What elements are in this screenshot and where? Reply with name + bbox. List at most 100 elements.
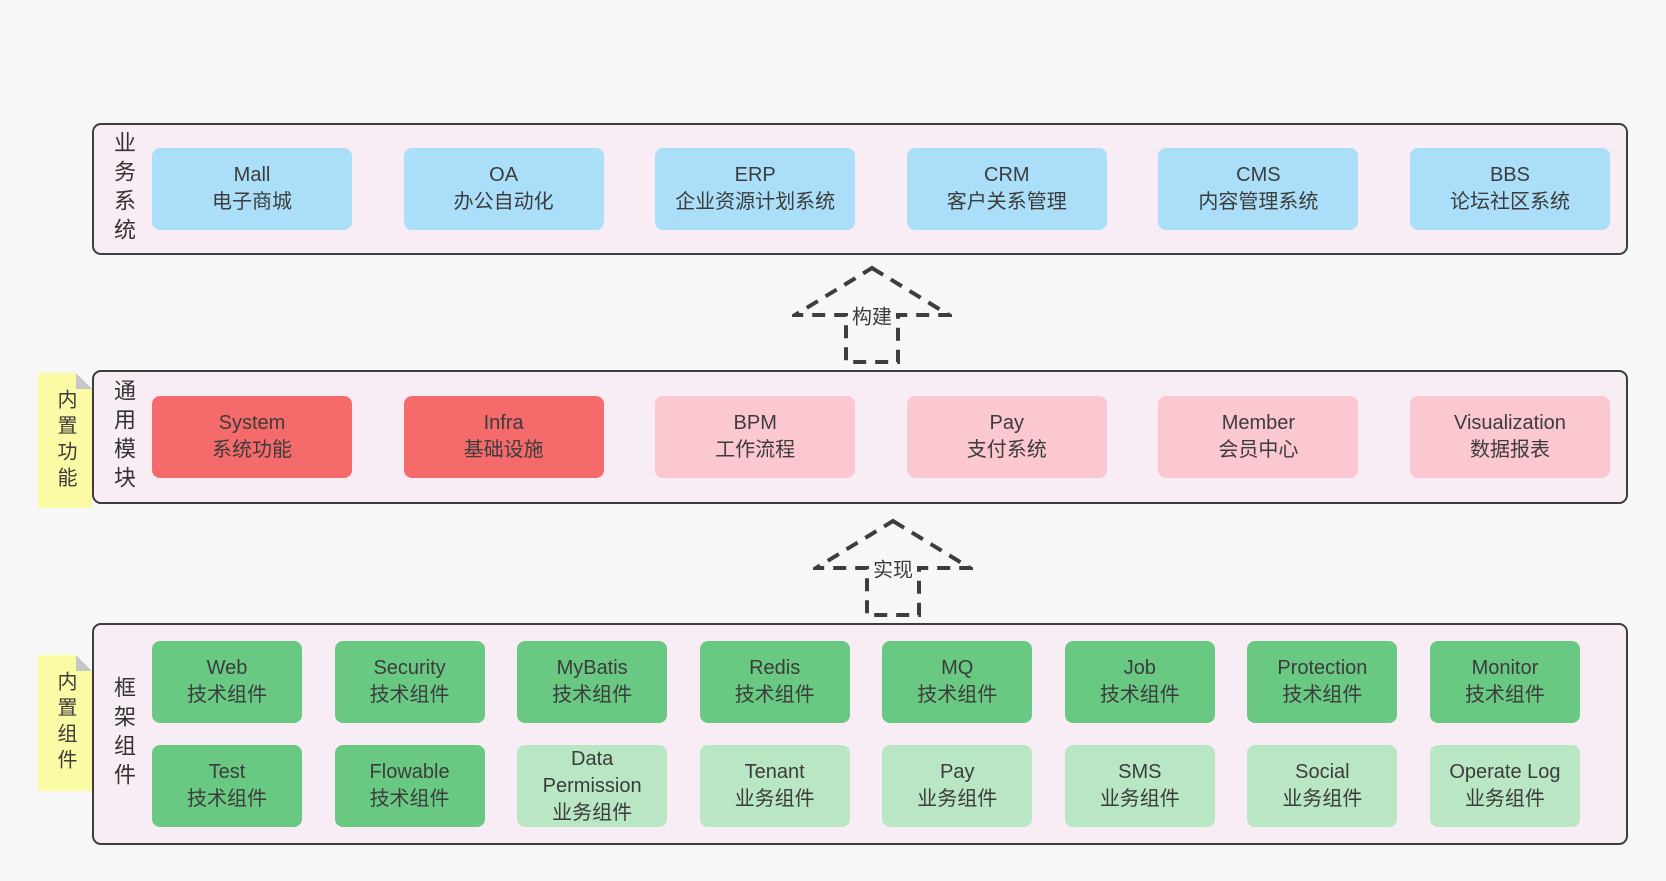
box-subtitle: 技术组件 [734, 684, 815, 706]
sticky-label: 内置功能 [54, 388, 76, 493]
build-arrow: 构建 [792, 265, 952, 365]
box-title: Social [1295, 761, 1350, 783]
implement-arrow: 实现 [813, 518, 973, 618]
box-subtitle: 业务组件 [1099, 788, 1180, 810]
side-label-zone: 通用模块 [94, 372, 152, 502]
box-title: Job [1123, 657, 1156, 679]
box-monitor: Monitor 技术组件 [1429, 641, 1580, 723]
up-arrow-icon [792, 265, 952, 364]
box-subtitle: 业务组件 [1464, 788, 1545, 810]
sticky-fold [76, 655, 92, 671]
box-subtitle: 业务组件 [917, 788, 998, 810]
box-sms: SMS 业务组件 [1064, 745, 1215, 827]
box-title: ERP [734, 164, 776, 186]
box-title: Operate Log [1449, 761, 1561, 783]
box-title: Member [1221, 412, 1296, 434]
box-member: Member 会员中心 [1158, 396, 1359, 478]
box-title: BPM [733, 412, 777, 434]
box-subtitle: 工作流程 [715, 439, 796, 461]
box-title: MyBatis [556, 657, 628, 679]
box-crm: CRM 客户关系管理 [906, 148, 1107, 230]
panel-side-label: 框架组件 [111, 676, 136, 792]
modules-boxes-row: System 系统功能 Infra 基础设施 BPM 工作流程 Pay 支付系统… [152, 396, 1626, 478]
box-title: Security [373, 657, 446, 679]
box-tenant: Tenant 业务组件 [699, 745, 850, 827]
box-test: Test 技术组件 [152, 745, 302, 827]
box-subtitle: 技术组件 [369, 788, 450, 810]
box-job: Job 技术组件 [1064, 641, 1215, 723]
arrow-label: 实现 [869, 552, 917, 584]
box-subtitle: 业务组件 [734, 788, 815, 810]
box-infra: Infra 基础设施 [403, 396, 604, 478]
box-operate-log: Operate Log 业务组件 [1429, 745, 1580, 827]
box-title: Web [206, 657, 248, 679]
box-title: System [218, 412, 286, 434]
box-subtitle: 技术组件 [1464, 684, 1545, 706]
box-mq: MQ 技术组件 [882, 641, 1033, 723]
box-visualization: Visualization 数据报表 [1409, 396, 1610, 478]
box-subtitle: 支付系统 [966, 439, 1047, 461]
arrow-label: 构建 [848, 299, 896, 331]
business-boxes-row: Mall 电子商城 OA 办公自动化 ERP 企业资源计划系统 CRM 客户关系… [152, 148, 1626, 230]
box-title: MQ [941, 657, 974, 679]
box-title: Data Permission [542, 747, 642, 797]
components-rows: Web 技术组件 Security 技术组件 MyBatis 技术组件 Redi… [152, 641, 1626, 827]
box-redis: Redis 技术组件 [699, 641, 850, 723]
framework-components-panel: 框架组件 Web 技术组件 Security 技术组件 MyBatis 技术组件… [92, 623, 1628, 845]
box-subtitle: 论坛社区系统 [1449, 191, 1570, 213]
box-subtitle: 技术组件 [187, 788, 267, 810]
box-subtitle: 基础设施 [463, 439, 544, 461]
box-subtitle: 电子商城 [212, 191, 292, 213]
box-title: CRM [984, 164, 1030, 186]
box-oa: OA 办公自动化 [403, 148, 604, 230]
side-label-zone: 框架组件 [94, 625, 152, 843]
box-protection: Protection 技术组件 [1247, 641, 1398, 723]
box-flowable: Flowable 技术组件 [334, 745, 485, 827]
up-arrow-icon [813, 518, 973, 617]
box-subtitle: 业务组件 [1282, 788, 1363, 810]
box-subtitle: 技术组件 [1099, 684, 1180, 706]
box-subtitle: 技术组件 [552, 684, 633, 706]
sticky-fold [76, 373, 92, 389]
box-subtitle: 内容管理系统 [1198, 191, 1319, 213]
box-mall: Mall 电子商城 [152, 148, 352, 230]
box-title: Redis [749, 657, 801, 679]
box-mybatis: MyBatis 技术组件 [517, 641, 668, 723]
box-subtitle: 办公自动化 [453, 191, 554, 213]
components-row-1: Web 技术组件 Security 技术组件 MyBatis 技术组件 Redi… [152, 641, 1596, 723]
box-subtitle: 会员中心 [1218, 439, 1299, 461]
panel-side-label: 业务系统 [111, 131, 136, 247]
box-bpm: BPM 工作流程 [655, 396, 856, 478]
box-title: OA [489, 164, 519, 186]
box-title: Protection [1277, 657, 1368, 679]
box-title: CMS [1236, 164, 1281, 186]
box-subtitle: 业务组件 [552, 801, 633, 824]
box-subtitle: 技术组件 [369, 684, 450, 706]
common-modules-panel: 通用模块 System 系统功能 Infra 基础设施 BPM 工作流程 Pay… [92, 370, 1628, 504]
box-pay-module: Pay 支付系统 [906, 396, 1107, 478]
box-title: Pay [940, 761, 975, 783]
box-subtitle: 技术组件 [917, 684, 998, 706]
box-title: BBS [1489, 164, 1530, 186]
box-subtitle: 系统功能 [212, 439, 292, 461]
business-systems-panel: 业务系统 Mall 电子商城 OA 办公自动化 ERP 企业资源计划系统 CRM… [92, 123, 1628, 255]
box-subtitle: 数据报表 [1469, 439, 1550, 461]
box-subtitle: 客户关系管理 [946, 191, 1067, 213]
box-title: Pay [989, 412, 1025, 434]
box-pay-component: Pay 业务组件 [882, 745, 1033, 827]
box-web: Web 技术组件 [152, 641, 302, 723]
sticky-note-builtin-features: 内置功能 [38, 373, 92, 508]
box-cms: CMS 内容管理系统 [1158, 148, 1359, 230]
box-title: Test [208, 761, 246, 783]
box-title: Monitor [1471, 657, 1539, 679]
box-title: Mall [233, 164, 271, 186]
box-bbs: BBS 论坛社区系统 [1409, 148, 1610, 230]
sticky-label: 内置组件 [54, 671, 76, 775]
box-security: Security 技术组件 [334, 641, 485, 723]
sticky-note-builtin-components: 内置组件 [38, 655, 92, 791]
box-system: System 系统功能 [152, 396, 352, 478]
box-title: SMS [1118, 761, 1162, 783]
box-subtitle: 企业资源计划系统 [675, 191, 836, 213]
box-title: Infra [483, 412, 524, 434]
